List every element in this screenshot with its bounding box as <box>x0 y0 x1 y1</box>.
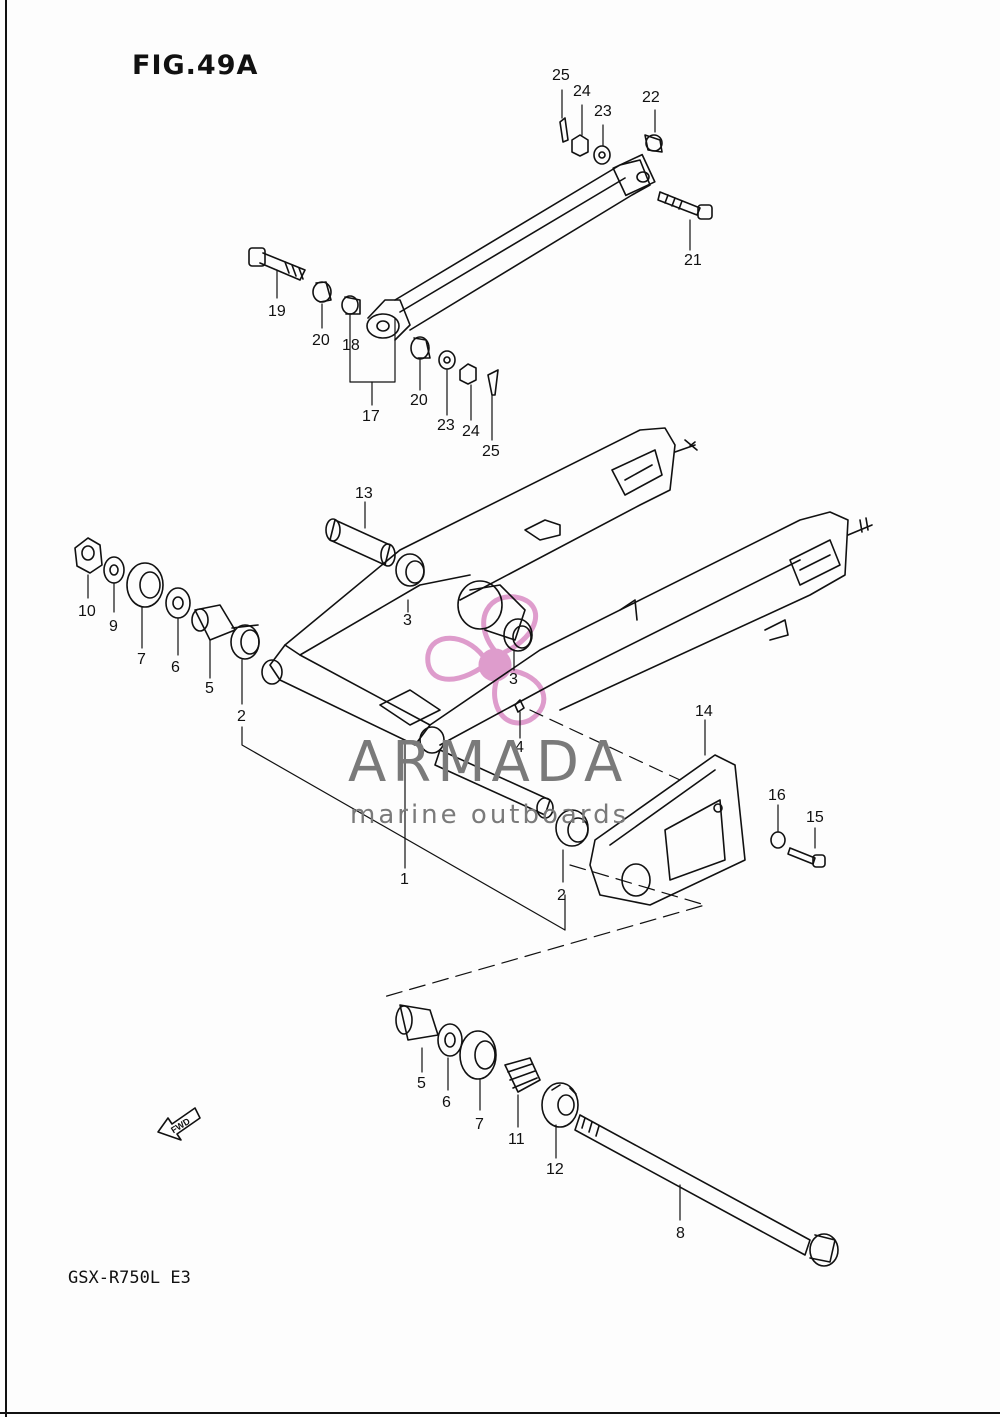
spacer-13 <box>325 518 396 567</box>
callout-14: 14 <box>695 703 713 720</box>
castle-nut-24-upper <box>571 134 589 157</box>
callout-5-right: 5 <box>417 1075 426 1092</box>
pivot-spacer <box>434 749 554 819</box>
bearing-2-left <box>230 624 260 660</box>
callout-25-lower: 25 <box>482 443 500 460</box>
bearing-3-upper <box>395 553 425 587</box>
lock-nut-12 <box>541 1082 579 1128</box>
callout-12: 12 <box>546 1161 564 1178</box>
callout-24-lower: 24 <box>462 423 480 440</box>
cotter-pin-25-upper <box>559 117 569 143</box>
grease-nipple-4 <box>514 699 525 713</box>
nut-10 <box>74 537 103 574</box>
swingarm-1 <box>261 427 873 754</box>
callout-23-lower: 23 <box>437 417 455 434</box>
callout-6-right: 6 <box>442 1094 451 1111</box>
callout-19: 19 <box>268 303 286 320</box>
washer-23-upper <box>593 145 611 165</box>
callout-25-upper: 25 <box>552 67 570 84</box>
cap-7-left <box>126 562 164 608</box>
figure-title: FIG.49A <box>132 50 259 81</box>
collar-22 <box>644 134 663 153</box>
callout-7-left: 7 <box>137 651 146 668</box>
bushing-20-lower <box>410 336 431 360</box>
bearing-2-right <box>555 809 589 847</box>
spacer-5-right <box>395 1004 439 1041</box>
callout-16: 16 <box>768 787 786 804</box>
callout-23-upper: 23 <box>594 103 612 120</box>
callout-18: 18 <box>342 337 360 354</box>
castle-nut-24-lower <box>459 363 477 385</box>
callout-5-left: 5 <box>205 680 214 697</box>
fwd-arrow-icon: FWD <box>157 1107 201 1141</box>
callout-9: 9 <box>109 618 118 635</box>
washer-23-lower <box>438 350 456 370</box>
watermark-brand: ARMADA <box>348 730 629 795</box>
callout-20-upper: 20 <box>312 332 330 349</box>
callout-2-right: 2 <box>557 887 566 904</box>
spacer-18 <box>341 295 361 315</box>
bolt-15 <box>787 847 826 868</box>
callout-3-lower: 3 <box>509 671 518 688</box>
bearing-3-lower <box>503 618 533 652</box>
callout-7-right: 7 <box>475 1116 484 1133</box>
callout-21: 21 <box>684 252 702 269</box>
bolt-19 <box>248 247 306 281</box>
callout-17: 17 <box>362 408 380 425</box>
cap-7-right <box>459 1030 497 1080</box>
bushing-20-upper <box>312 281 332 303</box>
callout-1: 1 <box>400 871 409 888</box>
callout-10: 10 <box>78 603 96 620</box>
chain-case-14 <box>589 754 746 906</box>
callout-6-left: 6 <box>171 659 180 676</box>
callout-8: 8 <box>676 1225 685 1242</box>
callout-11: 11 <box>508 1131 525 1148</box>
washer-9 <box>103 556 125 584</box>
washer-6-right <box>437 1023 463 1057</box>
callout-24-upper: 24 <box>573 83 591 100</box>
callout-4: 4 <box>515 739 524 756</box>
callout-20-lower: 20 <box>410 392 428 409</box>
watermark-logo-icon <box>425 594 547 726</box>
model-code: GSX-R750L E3 <box>68 1268 191 1288</box>
washer-6-left <box>165 587 191 619</box>
callout-3-upper: 3 <box>403 612 412 629</box>
callout-13: 13 <box>355 485 373 502</box>
bolt-21 <box>657 191 713 220</box>
leader-lines <box>87 89 816 1221</box>
callout-2-left: 2 <box>237 708 246 725</box>
spacer-5-left <box>191 604 236 641</box>
torque-rod-17 <box>366 153 656 341</box>
adjuster-11 <box>504 1057 541 1093</box>
pivot-shaft-8 <box>574 1114 839 1267</box>
cotter-pin-25-lower <box>487 369 499 396</box>
watermark-tagline: marine outboards <box>350 800 630 830</box>
callout-22: 22 <box>642 89 660 106</box>
callout-15: 15 <box>806 809 824 826</box>
collar-16 <box>770 831 786 849</box>
